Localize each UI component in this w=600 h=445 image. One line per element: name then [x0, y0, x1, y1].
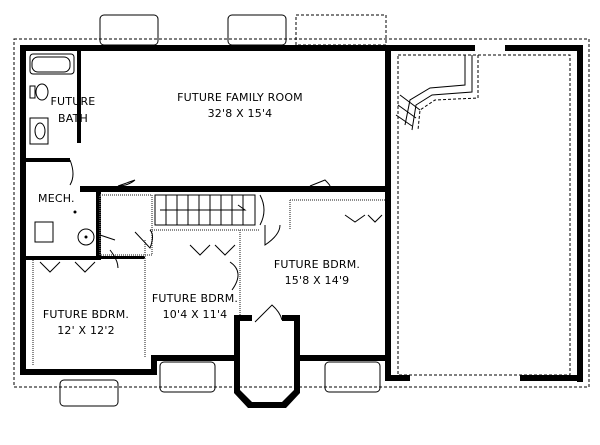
- foundation-outline: [13, 38, 590, 388]
- room-name: FUTURE FAMILY ROOM: [177, 91, 303, 104]
- room-name: FUTURE BDRM.: [273, 258, 361, 271]
- room-size: 15'8 X 14'9: [284, 274, 350, 287]
- family-room-label: FUTURE FAMILY ROOM 32'8 X 15'4: [140, 91, 340, 120]
- room-name: FUTURE BDRM.: [42, 308, 130, 321]
- stairs: [154, 194, 256, 226]
- room-name: FUTURE: [50, 95, 96, 108]
- mech-fixtures: [34, 210, 95, 246]
- mech-label: MECH.: [38, 192, 75, 205]
- bedroom-3-label: FUTURE BDRM. 12' X 12'2: [32, 308, 140, 337]
- bedroom-2-label: FUTURE BDRM. 10'4 X 11'4: [140, 292, 250, 321]
- doors: [39, 159, 383, 323]
- bath-fixtures: [29, 53, 75, 145]
- interior-walls: [26, 51, 390, 365]
- bedroom-1-label: FUTURE BDRM. 15'8 X 14'9: [262, 258, 372, 287]
- room-size: 12' X 12'2: [57, 324, 115, 337]
- bath-label: FUTURE BATH: [48, 95, 98, 125]
- room-size: 10'4 X 11'4: [162, 308, 228, 321]
- room-name-2: BATH: [57, 112, 88, 125]
- room-name: MECH.: [38, 192, 75, 205]
- room-size: 32'8 X 15'4: [207, 107, 273, 120]
- room-name: FUTURE BDRM.: [151, 292, 239, 305]
- exterior-walls: [20, 45, 583, 408]
- garage-entry-steps: [395, 55, 479, 131]
